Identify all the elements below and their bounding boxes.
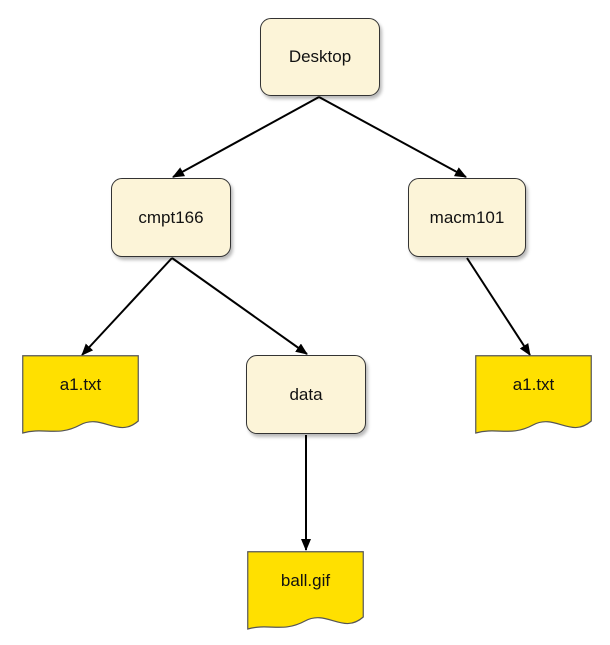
folder-node-desktop[interactable]: Desktop [260,18,380,96]
folder-node-cmpt166[interactable]: cmpt166 [111,178,231,257]
edge-cmpt166-data [171,257,308,355]
document-icon [22,355,139,434]
file-label-a1-txt-left: a1.txt [59,375,102,394]
folder-node-data[interactable]: data [246,355,366,434]
document-icon [475,355,592,434]
file-label-ball-gif: ball.gif [280,571,331,590]
edge-macm101-a1 [466,257,531,356]
folder-label-desktop: Desktop [288,47,352,66]
folder-node-macm101[interactable]: macm101 [408,178,526,257]
file-node-a1-txt-left[interactable]: a1.txt [22,355,139,435]
folder-label-macm101: macm101 [429,207,505,227]
file-label-a1-txt-right: a1.txt [512,375,555,394]
edge-cmpt166-a1 [81,257,173,356]
folder-label-cmpt166: cmpt166 [138,207,204,227]
edge-desktop-macm101 [318,96,467,178]
document-icon [247,551,364,630]
folder-label-data: data [289,384,323,404]
file-node-a1-txt-right[interactable]: a1.txt [475,355,592,435]
edge-desktop-cmpt166 [172,96,320,178]
file-node-ball-gif[interactable]: ball.gif [247,551,364,631]
